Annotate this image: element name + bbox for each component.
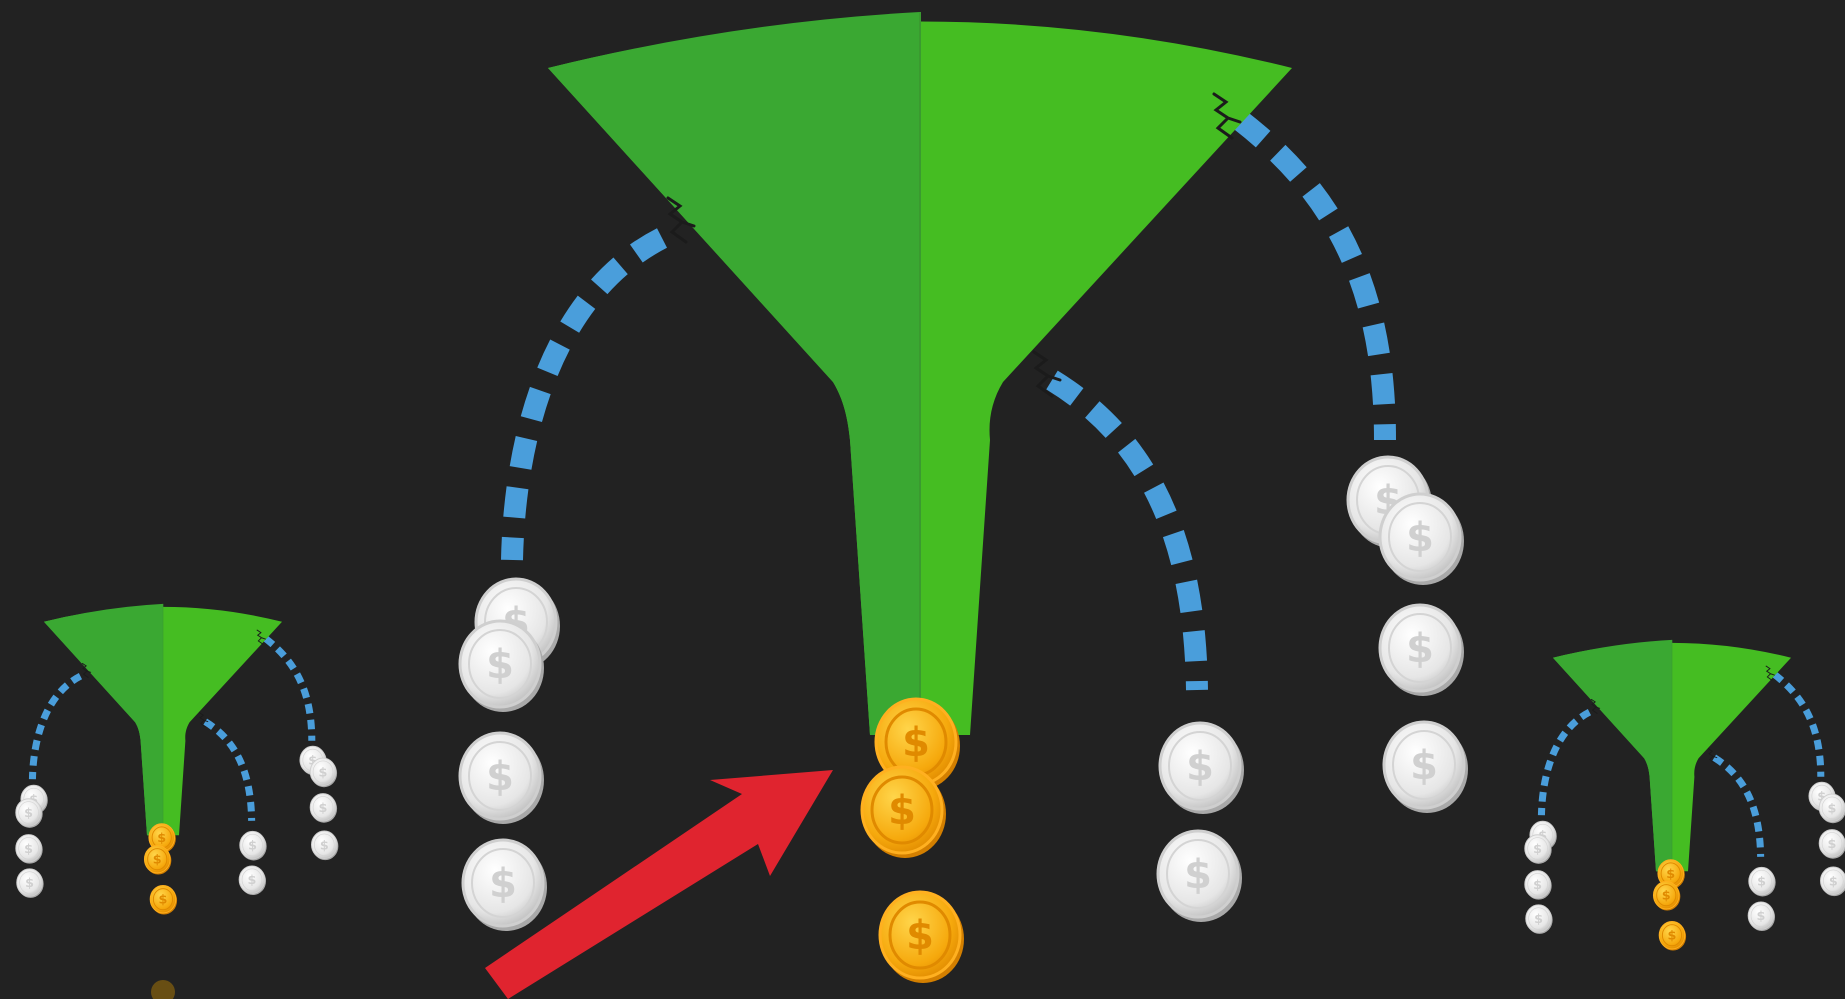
faded-gold-coin — [151, 980, 175, 999]
red-arrow — [485, 770, 833, 999]
